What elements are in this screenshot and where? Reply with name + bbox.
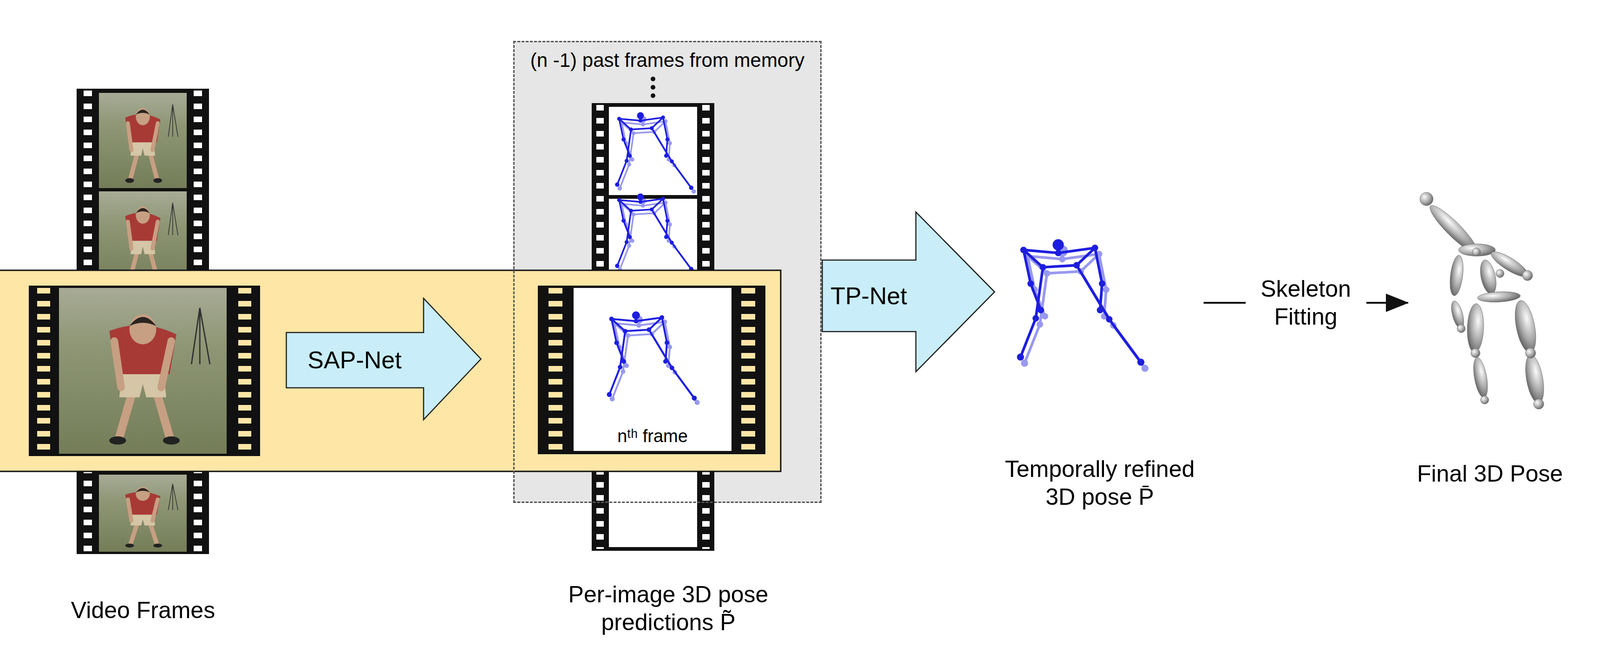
video-frame	[98, 92, 187, 189]
body-joint	[1419, 192, 1434, 206]
body-joint	[1533, 398, 1544, 410]
body-joint	[1470, 348, 1481, 358]
body-joint	[1456, 324, 1466, 334]
process-arrow: TP-Net	[821, 211, 996, 373]
node-text: Final 3D Pose	[1416, 459, 1564, 488]
film-base	[28, 285, 261, 457]
node-text: TP-Net	[829, 281, 908, 311]
body-segment	[1511, 298, 1540, 355]
pose-skeleton	[614, 193, 696, 276]
body-joint	[1495, 269, 1505, 278]
body-segment	[1477, 290, 1521, 304]
pose-skeleton	[607, 311, 700, 405]
final-pose-body	[1419, 192, 1548, 410]
node-text: SAP-Net	[306, 345, 403, 375]
refined-pose-skeleton	[1016, 239, 1149, 373]
pose-frame	[608, 106, 698, 196]
body-segment	[1458, 243, 1496, 256]
ellipsis-dot	[650, 84, 656, 90]
film-holes	[548, 287, 563, 453]
node-text: (n -1) past frames from memory	[529, 48, 806, 72]
video-frame	[98, 474, 187, 552]
memory-box: nᵗʰ frame (n -1) past frames from memory	[513, 40, 822, 503]
body-joint	[1480, 395, 1489, 405]
frame-box: nᵗʰ frame	[573, 287, 732, 451]
film-holes	[238, 287, 252, 456]
arrow-shape	[822, 212, 995, 373]
film-holes	[741, 287, 756, 453]
body-segment	[1477, 258, 1500, 296]
body-segment	[1522, 353, 1548, 405]
node-text: nᵗʰ frame	[616, 425, 689, 448]
edge-label: Skeleton Fitting	[1245, 274, 1367, 332]
pose-figure: Final 3D Pose	[1410, 185, 1570, 488]
body-joint	[1525, 347, 1536, 359]
caption-label: Video Frames	[70, 596, 216, 625]
body-segment	[1466, 303, 1485, 353]
pose-frame	[608, 471, 698, 548]
body-segment	[1448, 254, 1466, 297]
body-joint	[1522, 270, 1533, 281]
pose-frame	[573, 287, 732, 451]
ellipsis-dot	[650, 76, 656, 82]
process-arrow: SAP-Net	[285, 297, 482, 421]
body-joint	[1472, 248, 1481, 257]
film-holes	[37, 287, 51, 456]
ellipsis-dot	[650, 93, 656, 98]
arrow-shape	[286, 298, 482, 420]
film-base	[537, 285, 766, 455]
current-pose-frame	[537, 285, 766, 455]
current-frame-band	[0, 270, 781, 472]
video-frame	[58, 287, 227, 454]
body-segment	[1470, 356, 1490, 399]
caption-label: Per-image 3D pose predictions P̃	[568, 580, 770, 637]
current-video-frame	[28, 285, 261, 457]
node-text: Temporally refined 3D pose P̄	[1004, 455, 1196, 511]
pose-skeleton	[614, 112, 696, 195]
pose-figure: Temporally refined 3D pose P̄	[999, 232, 1202, 511]
